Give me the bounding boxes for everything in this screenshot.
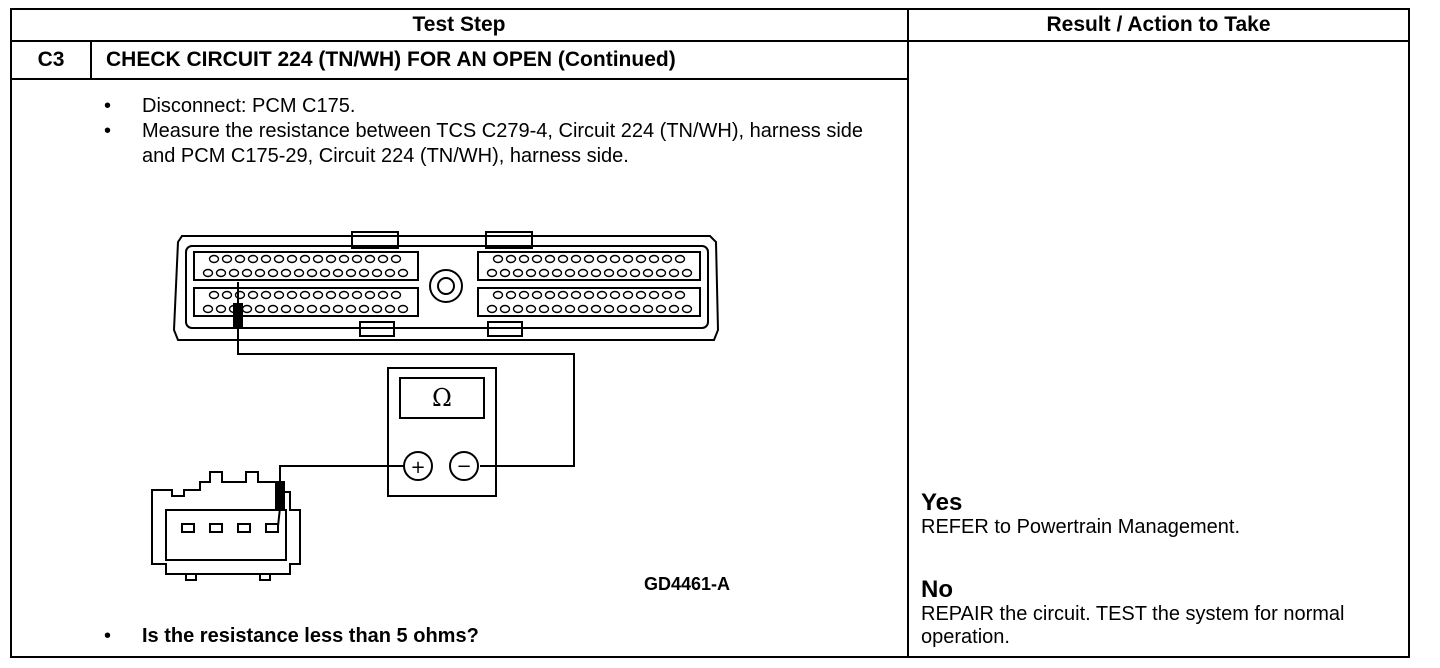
step-instructions: • Disconnect: PCM C175. • Measure the re… — [104, 94, 894, 169]
pcm-connector-latch — [485, 231, 533, 249]
result-action: REPAIR the circuit. TEST the system for … — [921, 603, 1345, 648]
step-title-divider — [10, 78, 908, 80]
pcm-pin-block — [193, 251, 419, 281]
pcm-pin-block — [477, 287, 701, 317]
bullet-symbol: • — [104, 95, 112, 117]
minus-symbol: − — [456, 456, 471, 477]
pcm-connector-body — [172, 235, 720, 341]
pcm-connector-latch — [351, 231, 399, 249]
header-result-action: Result / Action to Take — [1046, 13, 1271, 36]
header-divider — [10, 40, 1410, 42]
result-action: REFER to Powertrain Management. — [921, 516, 1241, 538]
tcs-probe — [275, 481, 285, 509]
ohmmeter-minus-terminal — [449, 451, 479, 481]
question-text: Is the resistance less than 5 ohms? — [142, 625, 479, 647]
pcm-center-bolt — [429, 269, 463, 303]
instruction-text: Measure the resistance between TCS C279-… — [142, 120, 864, 167]
result-no: No REPAIR the circuit. TEST the system f… — [921, 577, 1401, 649]
step-title: CHECK CIRCUIT 224 (TN/WH) FOR AN OPEN (C… — [106, 48, 676, 71]
plus-symbol: + — [410, 457, 425, 478]
meter-lead-positive — [279, 465, 404, 490]
instruction-text: Disconnect: PCM C175. — [142, 95, 356, 117]
pcm-connector-inner — [185, 245, 709, 329]
figure-code: GD4461-A — [644, 574, 731, 594]
ohm-symbol: Ω — [432, 384, 452, 412]
step-id: C3 — [37, 48, 65, 71]
instruction-item: • Measure the resistance between TCS C27… — [104, 119, 894, 169]
column-divider — [907, 8, 909, 658]
ohmmeter-body — [387, 367, 497, 497]
pcm-pin-block — [477, 251, 701, 281]
step-id-divider — [90, 40, 92, 79]
bullet-symbol: • — [104, 120, 112, 142]
pcm-pin-block — [193, 287, 419, 317]
wiring-diagram: Ω + − — [151, 231, 720, 581]
bullet-symbol: • — [104, 625, 112, 647]
pcm-center-bolt-inner — [437, 277, 455, 295]
pcm-probe — [233, 303, 243, 327]
result-answer: No — [921, 576, 953, 603]
diagnostic-table — [10, 8, 1410, 658]
tcs-connector-body — [151, 471, 301, 575]
header-test-step: Test Step — [412, 13, 506, 36]
instruction-item: • Disconnect: PCM C175. — [104, 94, 894, 119]
meter-lead-negative — [237, 326, 575, 467]
tcs-connector-inner — [165, 509, 287, 561]
ohmmeter-display — [399, 377, 485, 419]
step-question: • Is the resistance less than 5 ohms? — [104, 624, 479, 649]
result-yes: Yes REFER to Powertrain Management. — [921, 490, 1401, 539]
result-answer: Yes — [921, 489, 963, 516]
